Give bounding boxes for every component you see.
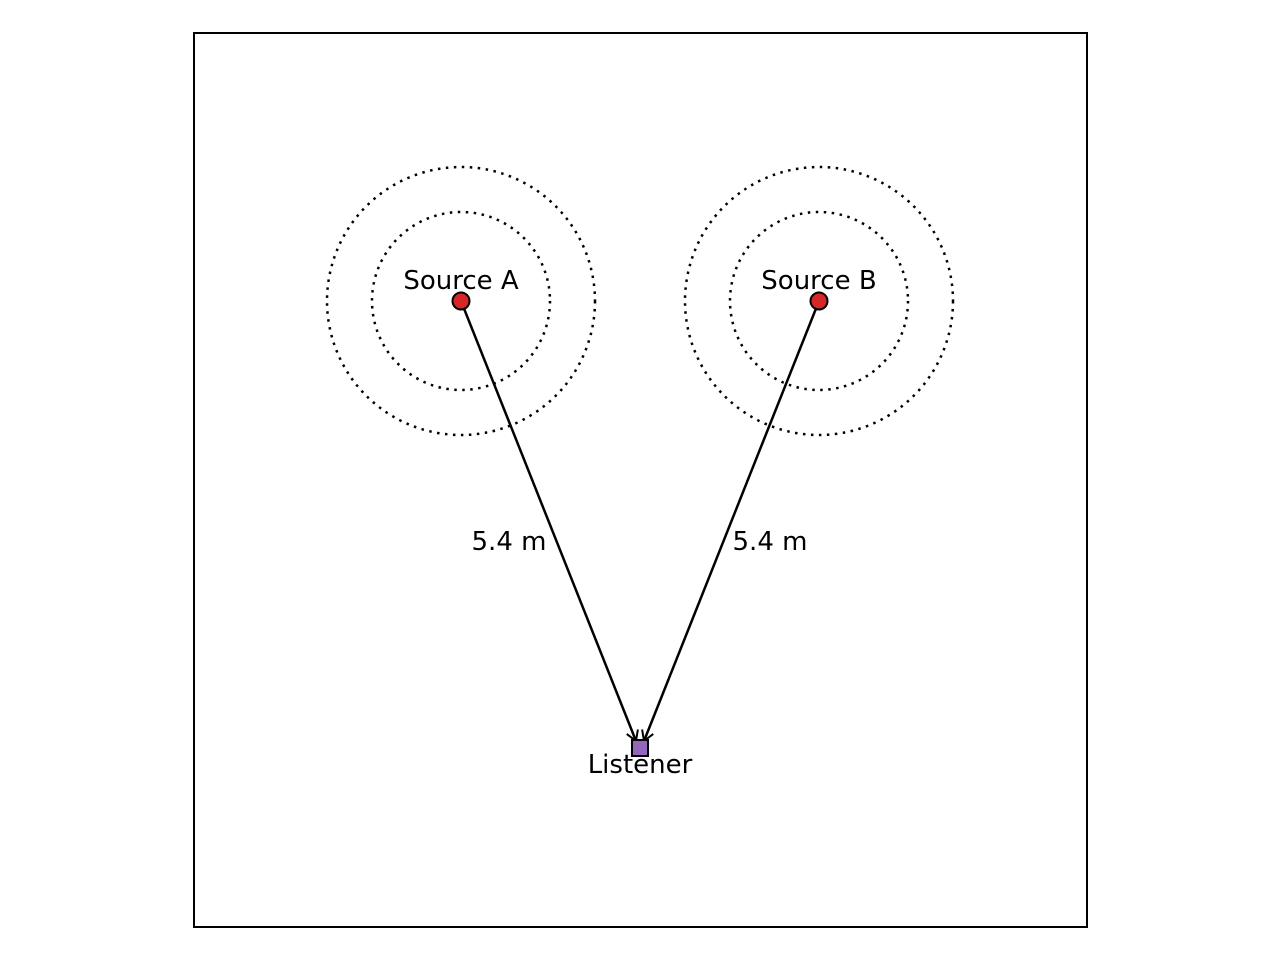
source-b-inner-ring: [728, 210, 910, 392]
source-b-label: Source B: [761, 266, 876, 296]
source-a-outer-ring: [325, 165, 597, 437]
source-b-rings: [683, 165, 955, 437]
source-a-inner-ring: [370, 210, 552, 392]
source-b-outer-ring: [683, 165, 955, 437]
listener-marker: [631, 739, 649, 757]
path-a-to-listener: [459, 300, 639, 743]
distance-label-a: 5.4 m: [472, 527, 547, 557]
listener-label: Listener: [588, 750, 693, 780]
source-a-marker: [451, 291, 471, 311]
plot-frame: [193, 32, 1088, 928]
source-a-label: Source A: [403, 266, 519, 296]
distance-label-b: 5.4 m: [733, 527, 808, 557]
source-b-marker: [809, 291, 829, 311]
source-a-rings: [325, 165, 597, 437]
path-b-to-listener: [641, 300, 821, 743]
